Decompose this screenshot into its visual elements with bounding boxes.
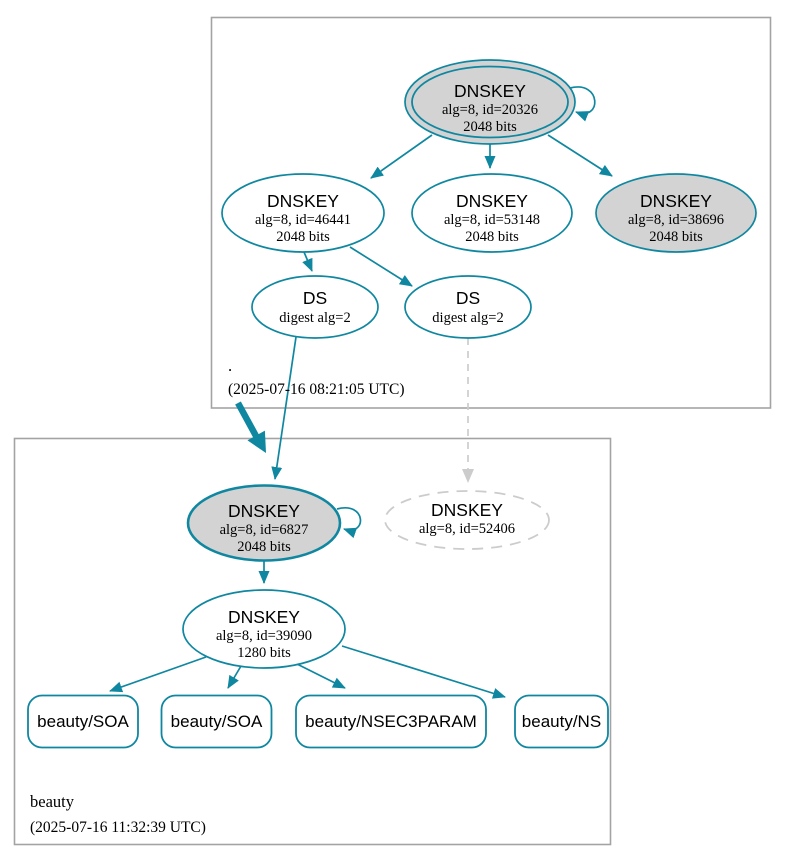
node-ds-left: DS digest alg=2 [251, 275, 379, 339]
root-ksk-title: DNSKEY [454, 81, 526, 101]
beauty-ksk-ellipse[interactable] [186, 484, 342, 562]
edge-zsk-to-ns [341, 645, 506, 699]
root-ksk38696-bits: 2048 bits [649, 229, 703, 245]
beauty-zone-box [13, 437, 612, 846]
beauty-ksk-title: DNSKEY [228, 501, 300, 521]
rrset-soa2-rect[interactable] [160, 694, 273, 749]
root-zsk53148-detail: alg=8, id=53148 [444, 212, 540, 228]
edge-zsk46441-to-ds-left [302, 251, 313, 272]
edge-ds-to-beauty-ksk [271, 336, 297, 480]
beauty-missing-key-ellipse[interactable] [384, 490, 550, 550]
beauty-zsk-ellipse[interactable] [182, 589, 346, 669]
edge-zsk-to-soa1 [109, 656, 207, 693]
beauty-zsk-detail: alg=8, id=39090 [216, 628, 312, 644]
node-root-zsk-46441: DNSKEY alg=8, id=46441 2048 bits [221, 173, 385, 253]
beauty-zsk-bits: 1280 bits [237, 645, 291, 661]
root-zone-timestamp: (2025-07-16 08:21:05 UTC) [228, 381, 405, 398]
node-root-ksk-38696: DNSKEY alg=8, id=38696 2048 bits [595, 173, 757, 253]
edge-root-ksk-to-ksk38696 [547, 134, 613, 177]
edge-root-ksk-to-zsk46441 [370, 134, 433, 179]
root-ksk-inner-ellipse [411, 65, 569, 139]
beauty-zsk-title: DNSKEY [228, 607, 300, 627]
root-ksk-detail: alg=8, id=20326 [442, 102, 538, 118]
node-beauty-zsk-39090: DNSKEY alg=8, id=39090 1280 bits [182, 589, 346, 669]
root-zsk46441-detail: alg=8, id=46441 [255, 212, 351, 228]
ds-right-detail: digest alg=2 [432, 310, 503, 326]
ds-right-ellipse[interactable] [404, 275, 532, 339]
beauty-zone-label: beauty [30, 792, 75, 811]
ds-left-detail: digest alg=2 [279, 310, 350, 326]
node-root-zsk-53148: DNSKEY alg=8, id=53148 2048 bits [411, 173, 573, 253]
ds-right-title: DS [456, 288, 480, 308]
rrset-ns-label: beauty/NS [522, 712, 601, 731]
root-zsk53148-ellipse[interactable] [411, 173, 573, 253]
root-ksk38696-detail: alg=8, id=38696 [628, 212, 724, 228]
beauty-ksk-bits: 2048 bits [237, 539, 291, 555]
beauty-missing-key-detail: alg=8, id=52406 [419, 521, 515, 537]
root-zsk46441-bits: 2048 bits [276, 229, 330, 245]
edge-zsk46441-to-ds-right [349, 246, 413, 287]
edge-delegation-arrowhead [247, 430, 266, 453]
node-rrset-ns: beauty/NS [514, 694, 609, 749]
rrset-soa1-label: beauty/SOA [37, 712, 129, 731]
root-ksk38696-ellipse[interactable] [595, 173, 757, 253]
node-rrset-soa-2: beauty/SOA [160, 694, 273, 749]
node-beauty-ksk-6827: DNSKEY alg=8, id=6827 2048 bits [186, 484, 342, 562]
edge-zsk-to-soa2 [227, 665, 242, 689]
edge-zsk-to-nsec3param [296, 663, 346, 689]
edge-delegation-thick [235, 401, 259, 438]
edge-beauty-ksk-self-sign [336, 506, 362, 539]
rrset-soa2-label: beauty/SOA [171, 712, 263, 731]
root-zsk53148-bits: 2048 bits [465, 229, 519, 245]
rrset-soa1-rect[interactable] [27, 694, 139, 749]
root-ksk-bits: 2048 bits [463, 119, 517, 135]
node-ds-right: DS digest alg=2 [404, 275, 532, 339]
beauty-missing-key-title: DNSKEY [431, 500, 503, 520]
edge-root-ksk-self-sign [569, 86, 596, 122]
root-ksk-outer-ellipse[interactable] [404, 59, 576, 145]
rrset-nsec3param-rect[interactable] [295, 694, 487, 749]
root-zsk46441-ellipse[interactable] [221, 173, 385, 253]
rrset-nsec3param-label: beauty/NSEC3PARAM [305, 712, 477, 731]
rrset-ns-rect[interactable] [514, 694, 609, 749]
node-rrset-soa-1: beauty/SOA [27, 694, 139, 749]
node-beauty-missing-key-52406: DNSKEY alg=8, id=52406 [384, 490, 550, 550]
root-zsk53148-title: DNSKEY [456, 191, 528, 211]
node-root-ksk-20326: DNSKEY alg=8, id=20326 2048 bits [404, 59, 576, 145]
beauty-ksk-detail: alg=8, id=6827 [220, 522, 309, 538]
beauty-zone-timestamp: (2025-07-16 11:32:39 UTC) [30, 819, 206, 836]
root-zsk46441-title: DNSKEY [267, 191, 339, 211]
node-rrset-nsec3param: beauty/NSEC3PARAM [295, 694, 487, 749]
ds-left-ellipse[interactable] [251, 275, 379, 339]
root-ksk38696-title: DNSKEY [640, 191, 712, 211]
root-zone-box [210, 16, 772, 409]
root-zone-label: . [228, 356, 232, 375]
ds-left-title: DS [303, 288, 327, 308]
